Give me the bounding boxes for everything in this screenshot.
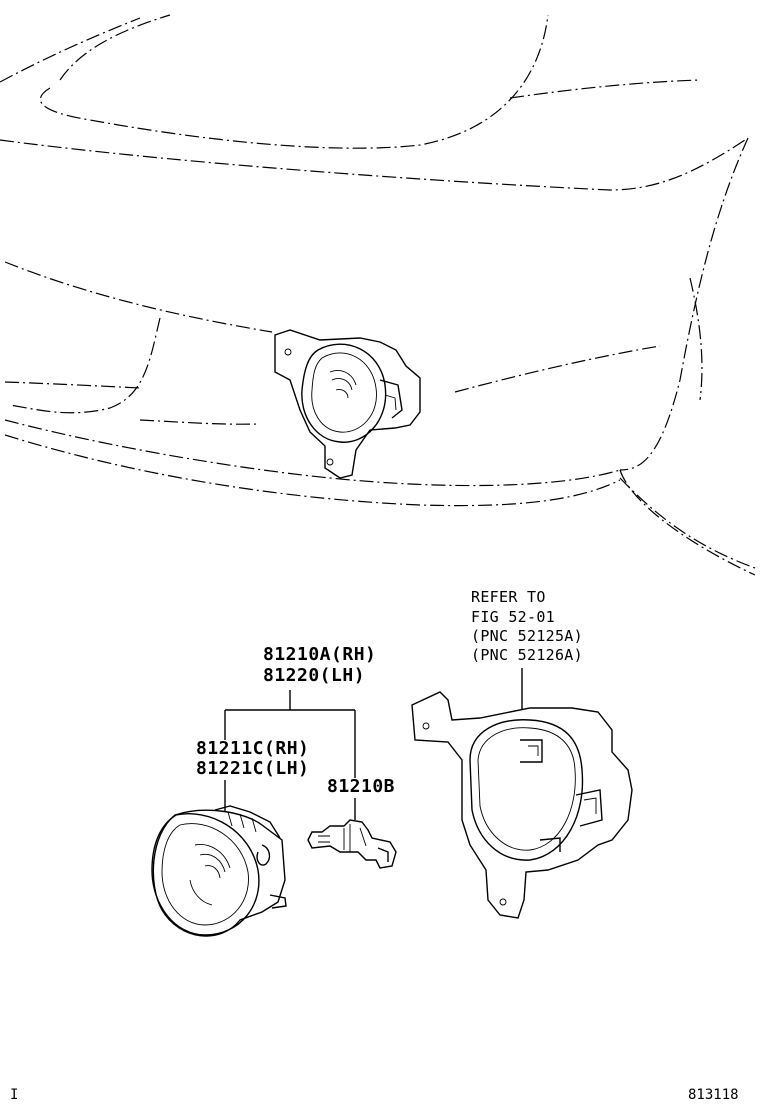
fig-ref-label: FIG 52-01 (471, 608, 555, 626)
installed-fog-lamp (274, 329, 421, 479)
fog-lamp-bulb (307, 819, 397, 869)
leader-lines (224, 668, 523, 820)
fog-lamp-assy-rh-label: 81210A(RH) (263, 644, 377, 665)
pnc-1-label: (PNC 52125A) (471, 627, 583, 645)
lens-unit-lh-label: 81221C(LH) (196, 758, 310, 779)
fog-lamp-assy-lh-label: 81220(LH) (263, 665, 366, 686)
lens-unit-rh-label: 81211C(RH) (196, 738, 310, 759)
bumper-outline (0, 14, 756, 576)
footer-left-mark: I (10, 1087, 19, 1103)
refer-to-label: REFER TO (471, 588, 546, 606)
bulb-label: 81210B (327, 776, 396, 797)
pnc-2-label: (PNC 52126A) (471, 646, 583, 664)
fog-lamp-bracket (411, 691, 633, 919)
fog-lamp-lens-unit (151, 805, 287, 937)
figure-id: 813118 (688, 1087, 739, 1103)
